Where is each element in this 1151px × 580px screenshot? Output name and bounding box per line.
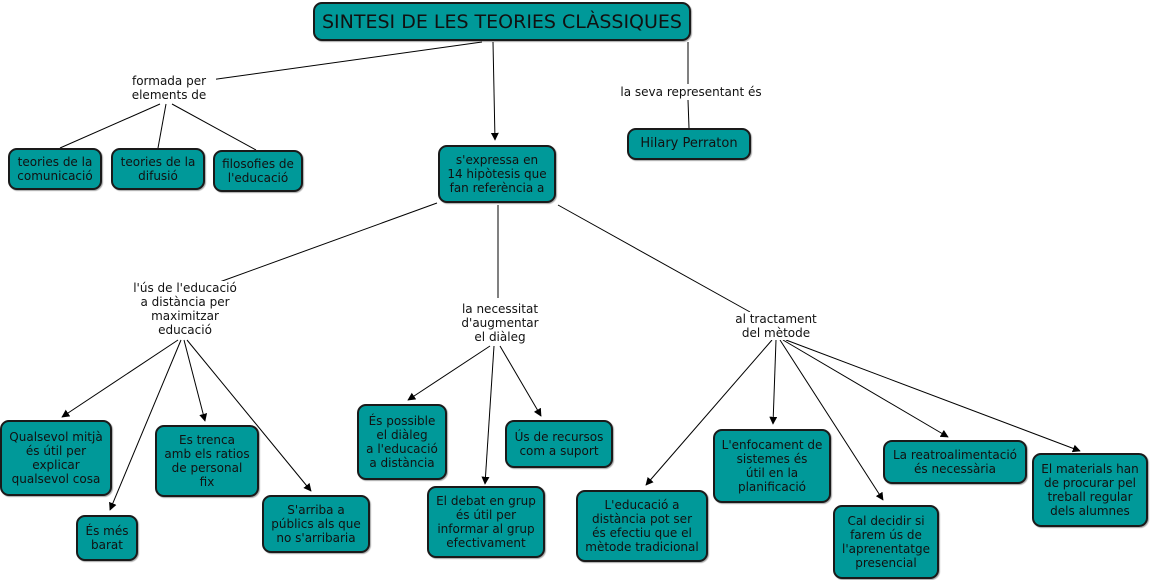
concept-educacio-efectiu[interactable]: L'educació a distància pot ser és efecti… bbox=[576, 490, 708, 562]
link-label-formada-per: formada per elements de bbox=[122, 74, 216, 102]
concept-dialeg-possible[interactable]: És possible el diàleg a l'educació a dis… bbox=[357, 404, 447, 480]
link-maximitzar-trenca bbox=[183, 339, 208, 422]
link-formada-filosofies bbox=[171, 103, 257, 151]
concept-teories-difusio[interactable]: teories de la difusió bbox=[111, 148, 205, 190]
link-root-hipotesis bbox=[490, 41, 499, 141]
concept-filosofies-educacio[interactable]: filosofies de l'educació bbox=[213, 150, 303, 192]
link-metode-efectiu bbox=[645, 339, 773, 486]
link-maximitzar-publics bbox=[186, 339, 312, 492]
link-formada-difusio bbox=[157, 103, 167, 149]
link-formada-comunicacio bbox=[59, 103, 161, 149]
link-maximitzar-qualsevol bbox=[61, 339, 179, 418]
link-label-metode: al tractament del mètode bbox=[720, 312, 832, 340]
link-label-representant: la seva representant és bbox=[612, 85, 770, 99]
root-concept[interactable]: SINTESI DE LES TEORIES CLÀSSIQUES bbox=[313, 2, 691, 41]
concept-us-recursos[interactable]: Ús de recursos com a suport bbox=[505, 420, 613, 468]
link-dialeg-possible bbox=[407, 345, 491, 401]
concept-qualsevol-mitja[interactable]: Qualsevol mitjà és útil per explicar qua… bbox=[0, 420, 112, 496]
concept-publics[interactable]: S'arriba a públics als que no s'arribari… bbox=[262, 495, 370, 553]
link-dialeg-debat bbox=[481, 345, 495, 485]
concept-hipotesis[interactable]: s'expressa en 14 hipòtesis que fan refer… bbox=[438, 145, 556, 203]
link-label-dialeg: la necessitat d'augmentar el diàleg bbox=[440, 302, 560, 344]
link-representant-perraton bbox=[687, 99, 690, 129]
concept-debat-grup[interactable]: El debat en grup és útil per informar al… bbox=[427, 486, 545, 558]
link-maximitzar-barat bbox=[109, 339, 182, 511]
link-label-maximitzar: l'ús de l'educació a distància per maxim… bbox=[124, 281, 246, 337]
link-metode-enfocament bbox=[769, 339, 778, 425]
concept-es-mes-barat[interactable]: És més barat bbox=[76, 515, 138, 561]
concept-es-trenca[interactable]: Es trenca amb els ratios de personal fix bbox=[155, 425, 259, 497]
concept-aprenentatge-presencial[interactable]: Cal decidir si farem ús de l'aprenentatg… bbox=[833, 505, 939, 579]
link-dialeg-recursos bbox=[499, 345, 542, 417]
link-metode-materials bbox=[785, 339, 1081, 453]
concept-hilary-perraton[interactable]: Hilary Perraton bbox=[627, 128, 751, 160]
link-metode-presencial bbox=[779, 339, 884, 501]
concept-materials[interactable]: El materials han de procurar pel treball… bbox=[1032, 453, 1148, 527]
concept-enfocament-sistemes[interactable]: L'enfocament de sistemes és útil en la p… bbox=[713, 429, 831, 503]
concept-reatroalimentacio[interactable]: La reatroalimentació és necessària bbox=[883, 440, 1027, 484]
link-hipotesis-metode bbox=[557, 204, 751, 313]
link-root-formada bbox=[209, 41, 483, 81]
link-metode-reatro bbox=[782, 339, 949, 438]
link-hipotesis-maximitzar bbox=[213, 202, 438, 285]
concept-teories-comunicacio[interactable]: teories de la comunicació bbox=[8, 148, 102, 190]
